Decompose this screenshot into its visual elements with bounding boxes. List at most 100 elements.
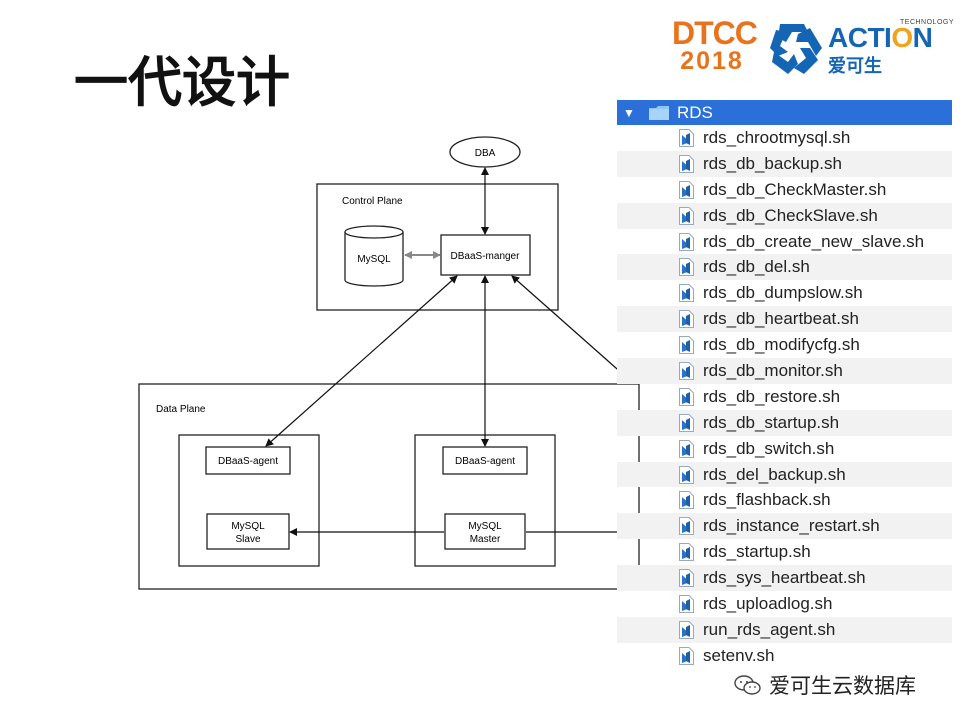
- data-plane-label: Data Plane: [156, 404, 206, 415]
- action-logo-tagline: TECHNOLOGY: [900, 19, 955, 26]
- action-logo-icon: [770, 24, 822, 74]
- mysql-master-box: MySQL Master: [444, 513, 526, 550]
- shell-script-file-icon: [679, 543, 694, 562]
- manager-agent-left-arrow: [265, 275, 458, 447]
- file-row[interactable]: rds_db_create_new_slave.sh: [617, 229, 952, 255]
- mysql-slave-box: MySQL Slave: [206, 513, 290, 550]
- file-name: rds_db_heartbeat.sh: [703, 309, 859, 329]
- shell-script-file-icon: [679, 594, 694, 613]
- action-logo-text: ACTION: [828, 22, 933, 53]
- file-row[interactable]: rds_uploadlog.sh: [617, 591, 952, 617]
- dbaas-manager-label: DBaaS-manger: [451, 251, 521, 262]
- dtcc-logo-text: DTCC: [672, 15, 758, 51]
- watermark-text: 爱可生云数据库: [769, 674, 916, 698]
- manager-offscreen-arrow: [511, 275, 626, 377]
- file-row[interactable]: rds_db_restore.sh: [617, 384, 952, 410]
- file-name: rds_del_backup.sh: [703, 464, 846, 484]
- dtcc-logo-year: 2018: [680, 47, 744, 75]
- shell-script-file-icon: [679, 439, 694, 458]
- dtcc-logo: DTCC 2018: [672, 15, 758, 75]
- file-row[interactable]: rds_instance_restart.sh: [617, 513, 952, 540]
- file-row[interactable]: rds_db_startup.sh: [617, 409, 952, 436]
- agent-left-label: DBaaS-agent: [218, 456, 278, 467]
- file-row[interactable]: rds_db_dumpslow.sh: [617, 280, 952, 306]
- shell-script-file-icon: [679, 336, 694, 355]
- file-row[interactable]: rds_del_backup.sh: [617, 461, 952, 488]
- file-row[interactable]: rds_db_del.sh: [617, 254, 952, 281]
- file-name: setenv.sh: [703, 645, 775, 665]
- file-row[interactable]: rds_db_CheckSlave.sh: [617, 202, 952, 229]
- shell-script-file-icon: [679, 154, 694, 173]
- file-list-panel: ▼ RDS rds_chrootmysql.sh rds_db_backup.sh…: [617, 100, 952, 669]
- dbaas-manager-box: DBaaS-manger: [440, 234, 531, 276]
- shell-script-file-icon: [679, 517, 694, 536]
- shell-script-file-icon: [679, 361, 694, 380]
- file-row[interactable]: setenv.sh: [617, 643, 952, 669]
- file-name: rds_uploadlog.sh: [703, 593, 833, 613]
- mysql-database-icon: MySQL: [344, 225, 404, 287]
- folder-name: RDS: [677, 102, 713, 122]
- file-name: rds_db_restore.sh: [703, 386, 841, 406]
- disclosure-triangle-icon[interactable]: ▼: [623, 105, 635, 120]
- shell-script-file-icon: [679, 232, 694, 251]
- shell-script-file-icon: [679, 413, 694, 432]
- file-name: run_rds_agent.sh: [703, 619, 836, 639]
- shell-script-file-icon: [679, 180, 694, 199]
- slave-label-line2: Slave: [235, 534, 260, 545]
- file-name: rds_db_backup.sh: [703, 153, 842, 173]
- file-name: rds_db_dumpslow.sh: [703, 283, 863, 303]
- file-row[interactable]: rds_db_CheckMaster.sh: [617, 177, 952, 203]
- folder-row-rds[interactable]: ▼ RDS: [617, 100, 952, 125]
- file-name: rds_db_startup.sh: [703, 412, 840, 432]
- file-name: rds_db_switch.sh: [703, 438, 835, 458]
- file-row[interactable]: rds_db_backup.sh: [617, 150, 952, 177]
- shell-script-file-icon: [679, 258, 694, 277]
- file-name: rds_db_monitor.sh: [703, 360, 843, 380]
- file-name: rds_db_modifycfg.sh: [703, 335, 860, 355]
- file-name: rds_instance_restart.sh: [703, 516, 880, 536]
- file-row[interactable]: rds_db_heartbeat.sh: [617, 306, 952, 333]
- shell-script-file-icon: [679, 491, 694, 510]
- shell-script-file-icon: [679, 465, 694, 484]
- wechat-watermark: 爱可生云数据库: [733, 670, 916, 700]
- agent-right-label: DBaaS-agent: [455, 456, 515, 467]
- control-plane-label: Control Plane: [342, 196, 403, 207]
- shell-script-file-icon: [679, 206, 694, 225]
- wechat-icon: [734, 675, 761, 695]
- file-name: rds_db_CheckSlave.sh: [703, 205, 878, 225]
- file-row[interactable]: rds_db_monitor.sh: [617, 358, 952, 384]
- shell-script-file-icon: [679, 310, 694, 329]
- file-row[interactable]: rds_db_switch.sh: [617, 436, 952, 462]
- shell-script-file-icon: [679, 387, 694, 406]
- file-row[interactable]: rds_startup.sh: [617, 539, 952, 565]
- file-name: rds_startup.sh: [703, 542, 811, 562]
- file-row[interactable]: rds_flashback.sh: [617, 487, 952, 513]
- dba-node: DBA: [449, 136, 521, 168]
- file-name: rds_chrootmysql.sh: [703, 127, 851, 147]
- agent-left-box: DBaaS-agent: [205, 446, 291, 475]
- file-name: rds_flashback.sh: [703, 490, 831, 510]
- file-row[interactable]: run_rds_agent.sh: [617, 616, 952, 643]
- mysql-label: MySQL: [357, 254, 391, 265]
- shell-script-file-icon: [679, 128, 694, 147]
- shell-script-file-icon: [679, 284, 694, 303]
- slave-label-line1: MySQL: [231, 521, 265, 532]
- slide-title: 一代设计: [74, 51, 290, 114]
- dba-label: DBA: [475, 148, 496, 159]
- agent-right-box: DBaaS-agent: [442, 446, 528, 475]
- file-name: rds_db_create_new_slave.sh: [703, 231, 925, 251]
- master-label-line2: Master: [470, 534, 501, 545]
- file-rows: rds_chrootmysql.sh rds_db_backup.sh rds_db…: [617, 125, 952, 669]
- action-logo-cn: 爱可生: [828, 56, 882, 77]
- master-label-line1: MySQL: [468, 521, 502, 532]
- file-name: rds_db_del.sh: [703, 257, 810, 277]
- file-row[interactable]: rds_sys_heartbeat.sh: [617, 565, 952, 592]
- shell-script-file-icon: [679, 620, 694, 639]
- file-name: rds_db_CheckMaster.sh: [703, 179, 887, 199]
- file-row[interactable]: rds_db_modifycfg.sh: [617, 332, 952, 358]
- folder-icon: [649, 105, 669, 120]
- file-row[interactable]: rds_chrootmysql.sh: [617, 125, 952, 151]
- shell-script-file-icon: [679, 646, 694, 665]
- shell-script-file-icon: [679, 569, 694, 588]
